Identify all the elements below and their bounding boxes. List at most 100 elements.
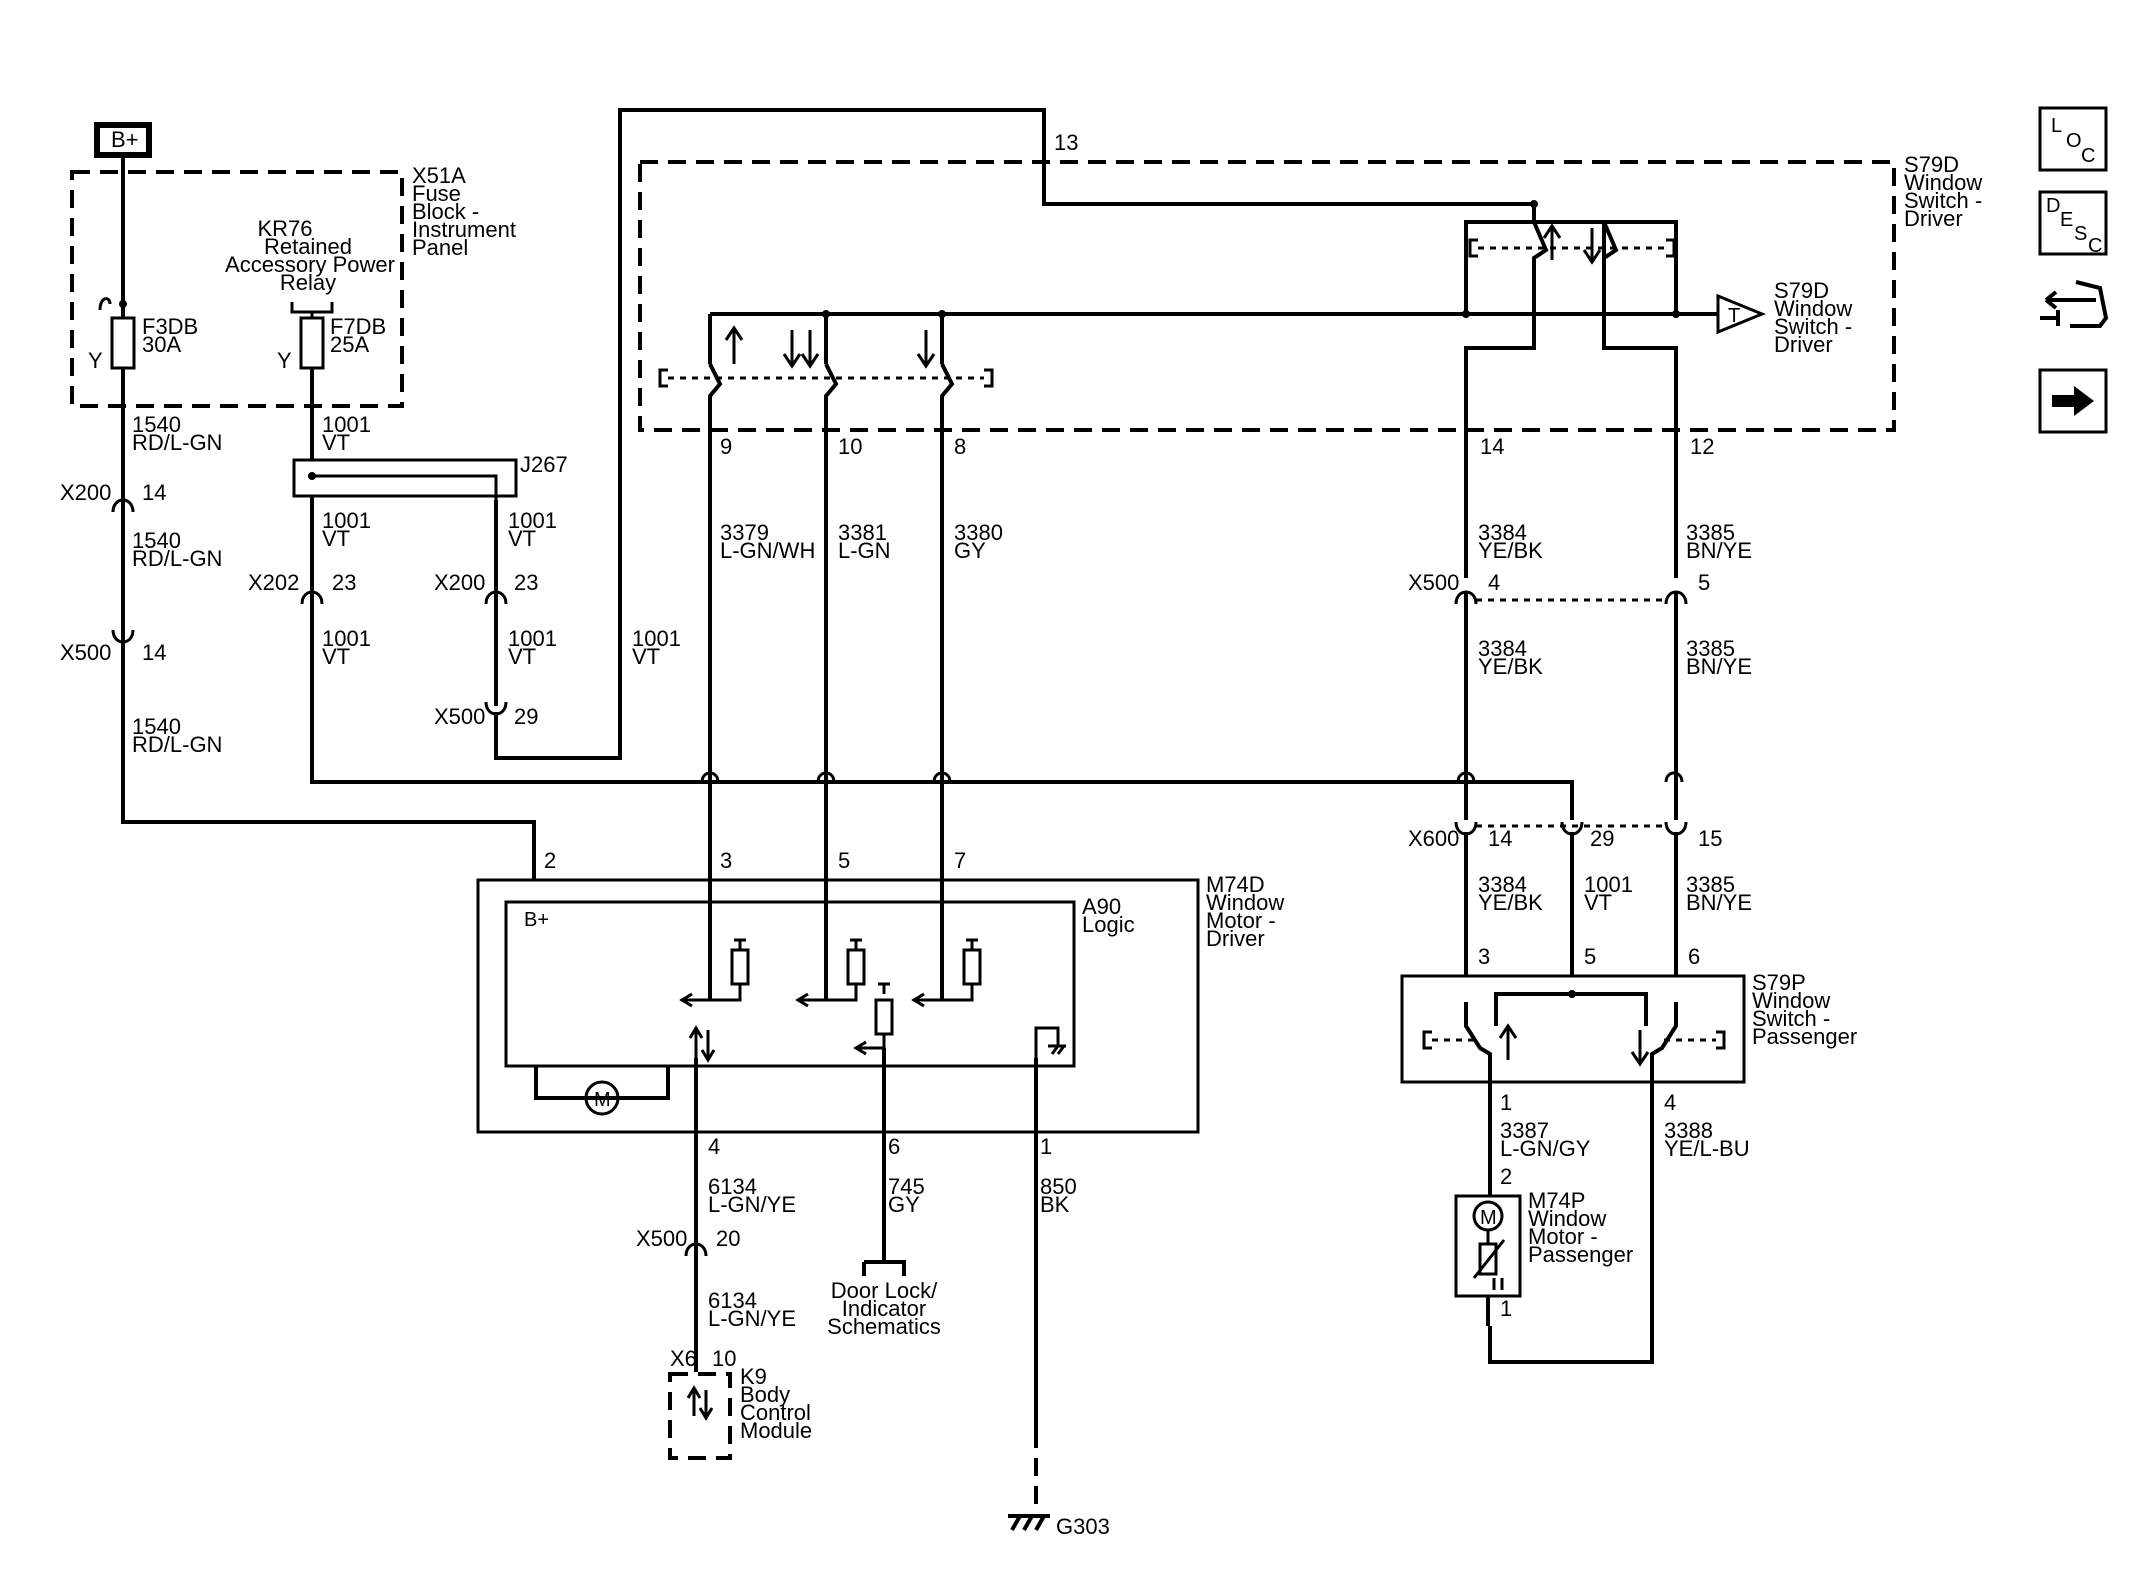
- svg-text:KR76: KR76: [257, 216, 312, 241]
- svg-text:Y: Y: [88, 348, 103, 373]
- svg-text:Instrument: Instrument: [412, 217, 516, 242]
- pin-13-label: 13: [1054, 130, 1078, 155]
- svg-text:Driver: Driver: [1904, 206, 1963, 231]
- door-lock-reference: Door Lock/ Indicator Schematics: [827, 1260, 941, 1339]
- svg-text:3387: 3387: [1500, 1118, 1549, 1143]
- svg-text:K9: K9: [740, 1364, 767, 1389]
- connector-tools-icon[interactable]: [2040, 280, 2109, 328]
- svg-text:X200: X200: [60, 480, 111, 505]
- svg-text:Window: Window: [1752, 988, 1830, 1013]
- svg-text:E: E: [2060, 209, 2073, 231]
- svg-text:X500: X500: [636, 1226, 687, 1251]
- svg-text:3381: 3381: [838, 520, 887, 545]
- svg-text:20: 20: [716, 1226, 740, 1251]
- svg-text:1001: 1001: [508, 508, 557, 533]
- svg-text:X600: X600: [1408, 826, 1459, 851]
- svg-text:F3DB: F3DB: [142, 314, 198, 339]
- svg-text:3385: 3385: [1686, 872, 1735, 897]
- driver-switch-outline: [638, 160, 1896, 432]
- logic-inputs: [679, 880, 982, 1063]
- svg-text:5: 5: [838, 848, 850, 873]
- svg-text:3388: 3388: [1664, 1118, 1713, 1143]
- svg-text:15: 15: [1698, 826, 1722, 851]
- svg-text:3384: 3384: [1478, 636, 1527, 661]
- svg-text:14: 14: [1488, 826, 1512, 851]
- svg-text:Passenger: Passenger: [1752, 1024, 1857, 1049]
- svg-text:X500: X500: [1408, 570, 1459, 595]
- svg-text:GY: GY: [888, 1192, 920, 1217]
- connector-x200-23: X200 23: [434, 570, 538, 618]
- svg-text:Block -: Block -: [412, 199, 479, 224]
- svg-text:RD/L-GN: RD/L-GN: [132, 732, 222, 757]
- desc-button[interactable]: D E S C: [2038, 190, 2108, 257]
- svg-text:S79P: S79P: [1752, 970, 1806, 995]
- svg-text:1001: 1001: [1584, 872, 1633, 897]
- svg-text:Control: Control: [740, 1400, 811, 1425]
- svg-text:VT: VT: [322, 430, 350, 455]
- next-arrow-button[interactable]: [2038, 368, 2108, 434]
- svg-text:1001: 1001: [322, 626, 371, 651]
- loc-button[interactable]: L O C: [2038, 106, 2108, 172]
- connector-x500-14: X500 14: [60, 612, 166, 665]
- fuse-block-outline: [70, 170, 404, 408]
- svg-text:Panel: Panel: [412, 235, 468, 260]
- fuse-f3db: F3DB 30A Y: [88, 297, 198, 430]
- svg-text:Retained: Retained: [264, 234, 352, 259]
- svg-text:Switch -: Switch -: [1774, 314, 1852, 339]
- passenger-switch-outline: [1400, 974, 1746, 1084]
- svg-text:Body: Body: [740, 1382, 790, 1407]
- svg-text:L-GN: L-GN: [838, 538, 891, 563]
- svg-text:Window: Window: [1904, 170, 1982, 195]
- driver-motor-label: M74D Window Motor - Driver: [1206, 872, 1284, 951]
- svg-text:X202: X202: [248, 570, 299, 595]
- splice-j267: J267: [292, 452, 568, 500]
- wire-1540-labels: 1540 RD/L-GN 1540 RD/L-GN 1540 RD/L-GN: [132, 412, 222, 757]
- svg-text:29: 29: [1590, 826, 1614, 851]
- fuse-f7db: F7DB 25A Y: [277, 302, 386, 476]
- svg-text:L-GN/YE: L-GN/YE: [708, 1192, 796, 1217]
- svg-text:23: 23: [332, 570, 356, 595]
- svg-text:BN/YE: BN/YE: [1686, 654, 1752, 679]
- svg-text:3384: 3384: [1478, 872, 1527, 897]
- svg-text:YE/BK: YE/BK: [1478, 654, 1543, 679]
- svg-text:M: M: [594, 1089, 611, 1111]
- connector-x500-4-5: X500 4 5: [1408, 570, 1710, 605]
- svg-text:M74P: M74P: [1528, 1188, 1585, 1213]
- svg-text:Motor -: Motor -: [1206, 908, 1276, 933]
- passenger-switch-label: S79P Window Switch - Passenger: [1752, 970, 1857, 1049]
- svg-text:GY: GY: [954, 538, 986, 563]
- logic-label: A90 Logic B+: [524, 894, 1135, 937]
- svg-text:4: 4: [1664, 1090, 1676, 1115]
- driver-bottom-wire-labels: 6134 L-GN/YE 745 GY 850 BK 6134 L-GN/YE: [708, 1174, 1077, 1331]
- svg-text:BN/YE: BN/YE: [1686, 538, 1752, 563]
- logic-module-outline: [504, 900, 1076, 1068]
- svg-text:14: 14: [1480, 434, 1504, 459]
- svg-text:X6: X6: [670, 1346, 697, 1371]
- svg-text:3385: 3385: [1686, 520, 1735, 545]
- svg-text:YE/BK: YE/BK: [1478, 538, 1543, 563]
- fuse-block-label: X51A Fuse Block - Instrument Panel: [412, 163, 516, 260]
- svg-text:Passenger: Passenger: [1528, 1242, 1633, 1267]
- svg-text:Switch -: Switch -: [1904, 188, 1982, 213]
- svg-text:3379: 3379: [720, 520, 769, 545]
- driver-switch-t-connection: T S79D Window Switch - Driver: [1716, 278, 1852, 357]
- svg-text:1: 1: [1500, 1296, 1512, 1321]
- svg-text:4: 4: [708, 1134, 720, 1159]
- svg-text:Switch -: Switch -: [1752, 1006, 1830, 1031]
- driver-switch-pins: 9 10 8 14 12: [720, 434, 1714, 459]
- svg-text:23: 23: [514, 570, 538, 595]
- driver-switch-contacts: [658, 314, 994, 420]
- svg-text:BK: BK: [1040, 1192, 1070, 1217]
- svg-text:3: 3: [1478, 944, 1490, 969]
- svg-text:BN/YE: BN/YE: [1686, 890, 1752, 915]
- svg-text:1001: 1001: [322, 412, 371, 437]
- svg-text:1: 1: [1500, 1090, 1512, 1115]
- passenger-wire-labels: 1 4 3387 L-GN/GY 3388 YE/L-BU 2 1: [1500, 1090, 1750, 1321]
- ground-g303: G303: [1008, 1430, 1110, 1539]
- svg-text:S79D: S79D: [1774, 278, 1829, 303]
- svg-text:1001: 1001: [322, 508, 371, 533]
- svg-text:2: 2: [1500, 1164, 1512, 1189]
- svg-text:6134: 6134: [708, 1174, 757, 1199]
- svg-text:L: L: [2051, 115, 2062, 137]
- svg-text:O: O: [2066, 130, 2082, 152]
